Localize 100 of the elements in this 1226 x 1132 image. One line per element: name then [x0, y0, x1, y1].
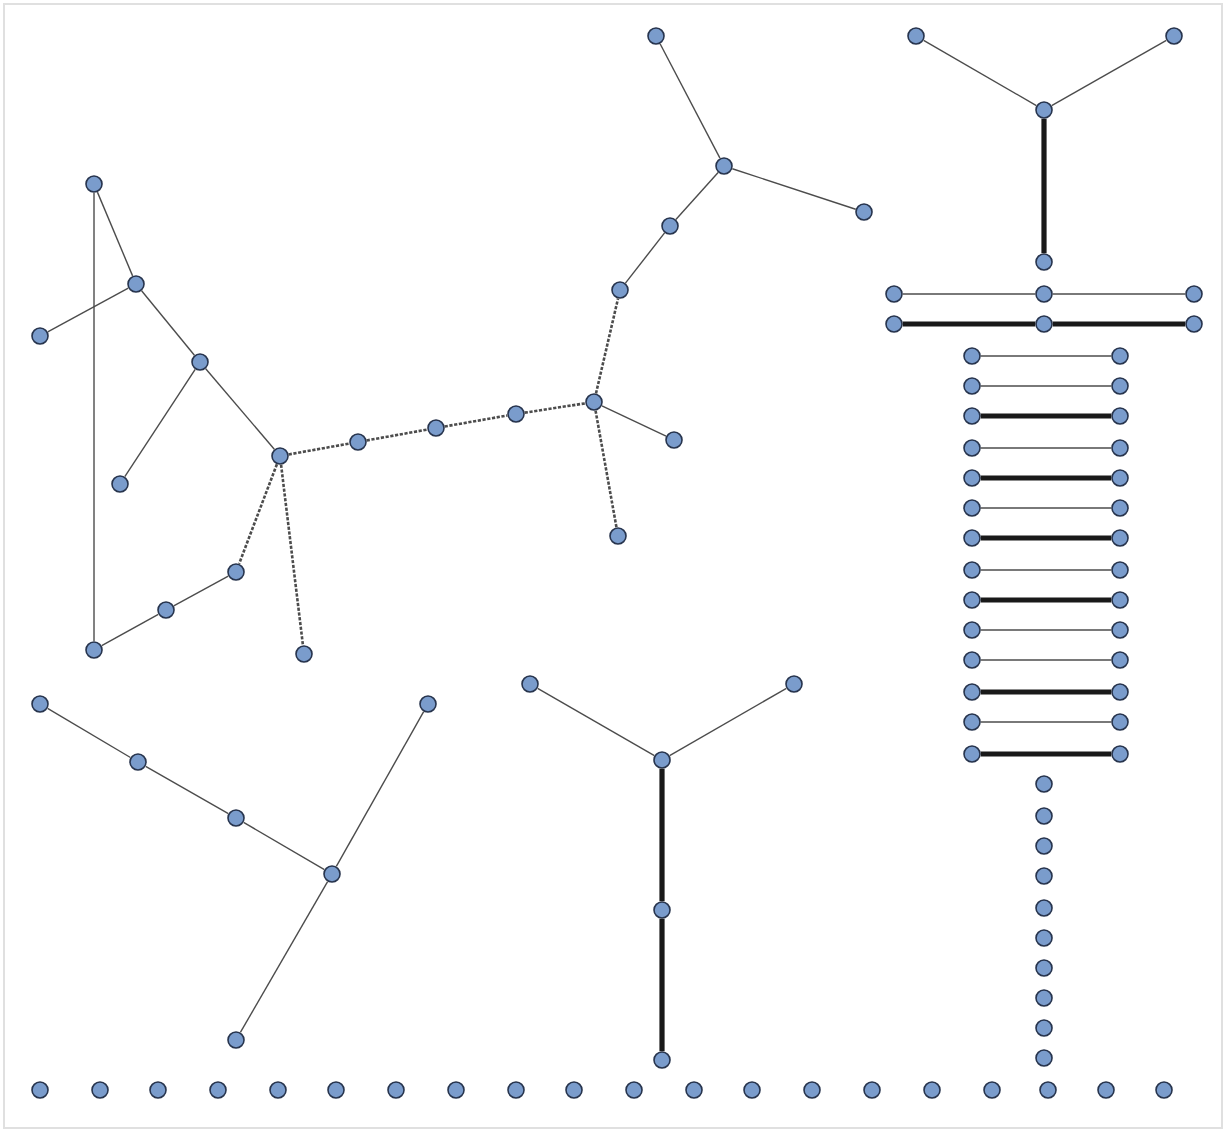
edge-line: [980, 597, 1112, 603]
edge-line: [902, 293, 1036, 295]
vertex-dot: [1035, 807, 1053, 825]
vertex-dot: [983, 1081, 1001, 1099]
vertex-dot: [885, 285, 903, 303]
edge-line: [980, 751, 1112, 757]
vertex-dot: [521, 675, 539, 693]
vertex-dot: [227, 809, 245, 827]
vertex-dot: [963, 713, 981, 731]
vertex-dot: [85, 641, 103, 659]
vertex-dot: [609, 527, 627, 545]
vertex-dot: [963, 683, 981, 701]
vertex-dot: [863, 1081, 881, 1099]
vertex-dot: [1035, 899, 1053, 917]
vertex-dot: [1111, 745, 1129, 763]
edge-line: [47, 287, 129, 333]
edge-line: [601, 405, 667, 437]
vertex-dot: [227, 1031, 245, 1049]
vertex-dot: [31, 327, 49, 345]
vertex-dot: [1111, 347, 1129, 365]
vertex-dot: [327, 1081, 345, 1099]
vertex-dot: [1039, 1081, 1057, 1099]
vertex-dot: [127, 275, 145, 293]
edge-line: [288, 442, 350, 456]
vertex-dot: [227, 563, 245, 581]
edge-line: [46, 707, 132, 759]
edge-line: [980, 659, 1112, 661]
edge-line: [731, 168, 857, 210]
vertex-dot: [685, 1081, 703, 1099]
edge-line: [1050, 39, 1168, 107]
edge-line: [536, 687, 656, 757]
edge-line: [659, 918, 665, 1052]
vertex-dot: [565, 1081, 583, 1099]
vertex-dot: [963, 407, 981, 425]
vertex-dot: [507, 405, 525, 423]
edge-line: [902, 321, 1036, 327]
vertex-dot: [1035, 959, 1053, 977]
edge-line: [242, 821, 326, 871]
edge-line: [594, 298, 620, 394]
vertex-dot: [1035, 101, 1053, 119]
vertex-dot: [585, 393, 603, 411]
vertex-dot: [1035, 989, 1053, 1007]
vertex-dot: [885, 315, 903, 333]
edge-line: [980, 447, 1112, 449]
vertex-dot: [447, 1081, 465, 1099]
edge-line: [205, 368, 275, 450]
edge-line: [1052, 293, 1186, 295]
vertex-dot: [295, 645, 313, 663]
vertex-dot: [387, 1081, 405, 1099]
edge-line: [239, 880, 329, 1034]
edge-line: [980, 413, 1112, 419]
vertex-dot: [1035, 1019, 1053, 1037]
vertex-dot: [855, 203, 873, 221]
edge-line: [335, 710, 425, 868]
vertex-dot: [1035, 253, 1053, 271]
vertex-dot: [191, 353, 209, 371]
vertex-dot: [1035, 929, 1053, 947]
edge-line: [980, 385, 1112, 387]
edge-line: [96, 191, 134, 277]
vertex-dot: [269, 1081, 287, 1099]
vertex-dot: [963, 469, 981, 487]
edge-line: [980, 689, 1112, 695]
vertex-dot: [653, 1051, 671, 1069]
vertex-dot: [1155, 1081, 1173, 1099]
vertex-dot: [1111, 651, 1129, 669]
edge-line: [980, 535, 1112, 541]
vertex-dot: [785, 675, 803, 693]
vertex-dot: [149, 1081, 167, 1099]
vertex-dot: [715, 157, 733, 175]
edge-line: [980, 629, 1112, 631]
edge-line: [675, 171, 719, 221]
vertex-dot: [1111, 713, 1129, 731]
vertex-dot: [111, 475, 129, 493]
vertex-dot: [1165, 27, 1183, 45]
vertex-dot: [907, 27, 925, 45]
vertex-dot: [323, 865, 341, 883]
vertex-dot: [1111, 439, 1129, 457]
vertex-dot: [1111, 591, 1129, 609]
vertex-dot: [963, 347, 981, 365]
vertex-dot: [803, 1081, 821, 1099]
edge-line: [659, 43, 721, 159]
edge-line: [980, 569, 1112, 571]
edge-line: [237, 463, 279, 565]
vertex-dot: [611, 281, 629, 299]
edge-line: [140, 290, 196, 356]
edge-line: [668, 687, 788, 757]
edge-line: [1052, 321, 1186, 327]
edge-line: [922, 39, 1038, 107]
vertex-dot: [1185, 285, 1203, 303]
edge-line: [93, 192, 95, 642]
vertex-dot: [1111, 561, 1129, 579]
edge-line: [173, 575, 229, 607]
edge-line: [1041, 118, 1047, 254]
vertex-dot: [1111, 407, 1129, 425]
vertex-dot: [963, 561, 981, 579]
vertex-dot: [625, 1081, 643, 1099]
edge-line: [279, 464, 305, 646]
vertex-dot: [1111, 621, 1129, 639]
vertex-dot: [507, 1081, 525, 1099]
vertex-dot: [963, 439, 981, 457]
